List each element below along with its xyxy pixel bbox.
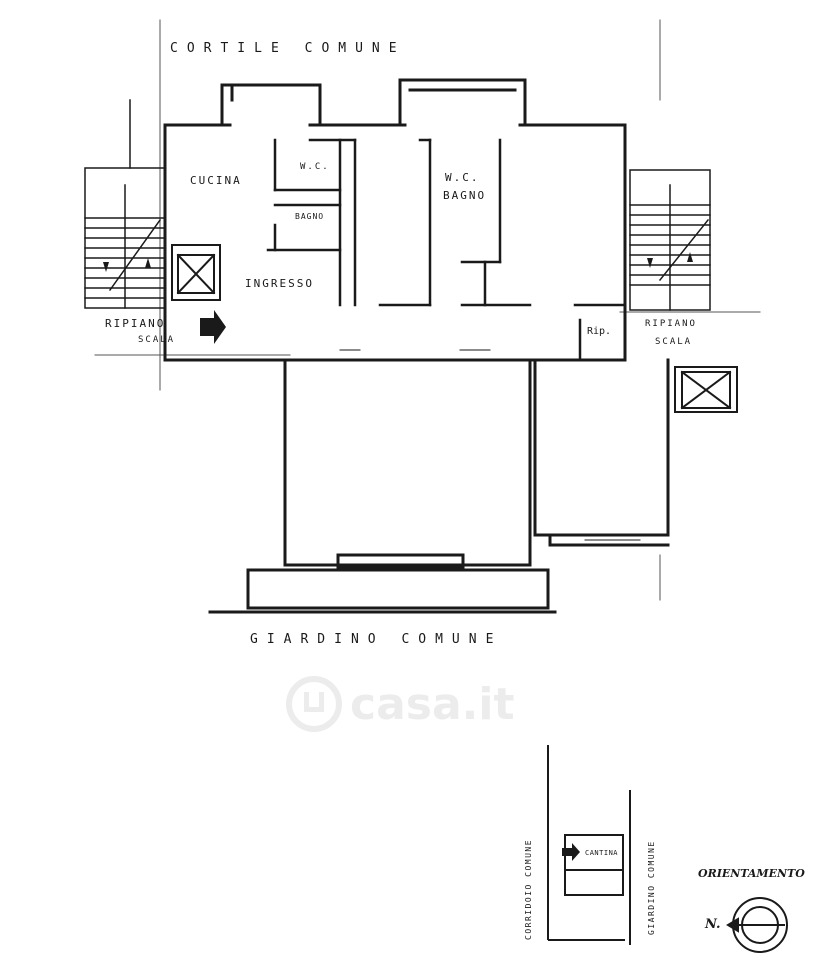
- casa-watermark: casa.it: [286, 668, 556, 740]
- cantina-plan: [547, 745, 631, 945]
- label-cucina: CUCINA: [190, 174, 242, 187]
- exterior-walls: [163, 78, 627, 362]
- window-marks: [339, 349, 641, 541]
- house-logo-icon: [286, 676, 342, 732]
- label-cortile-comune: CORTILE COMUNE: [170, 41, 406, 56]
- lower-walls: [208, 358, 670, 614]
- elevator-left: [171, 244, 221, 301]
- stair-arrow-icons: [103, 252, 693, 272]
- interior-walls: [266, 138, 627, 362]
- label-ripiano-right: RIPIANO: [645, 319, 697, 329]
- label-wc-bagno-1: W.C.: [445, 171, 480, 184]
- label-wc-bagno-2: BAGNO: [443, 189, 487, 202]
- label-scala-left: SCALA: [138, 335, 176, 345]
- entrance-arrow-icon: [200, 310, 226, 344]
- watermark-text: casa.it: [350, 678, 515, 730]
- label-scala-right: SCALA: [655, 337, 693, 347]
- label-corridoio-comune: CORRIDOIO COMUNE: [524, 838, 533, 940]
- staircase-right: [629, 169, 711, 311]
- label-north: N.: [705, 917, 721, 932]
- label-orientamento: ORIENTAMENTO: [698, 867, 805, 880]
- label-wc-small: W.C.: [300, 162, 330, 172]
- elevator-right: [674, 366, 738, 413]
- label-giardino-comune-vert: GIARDINO COMUNE: [647, 840, 656, 935]
- label-ripiano-left: RIPIANO: [105, 317, 166, 330]
- survey-lines: [94, 19, 761, 601]
- label-bagno-small: BAGNO: [295, 212, 325, 221]
- staircase-left: [84, 99, 166, 309]
- label-rip: Rip.: [587, 326, 612, 337]
- compass-icon: [726, 897, 788, 953]
- label-ingresso: INGRESSO: [245, 277, 314, 290]
- label-cantina: CANTINA: [585, 849, 619, 857]
- label-giardino-comune: GIARDINO COMUNE: [250, 632, 503, 647]
- cantina-arrow-icon: [562, 843, 580, 861]
